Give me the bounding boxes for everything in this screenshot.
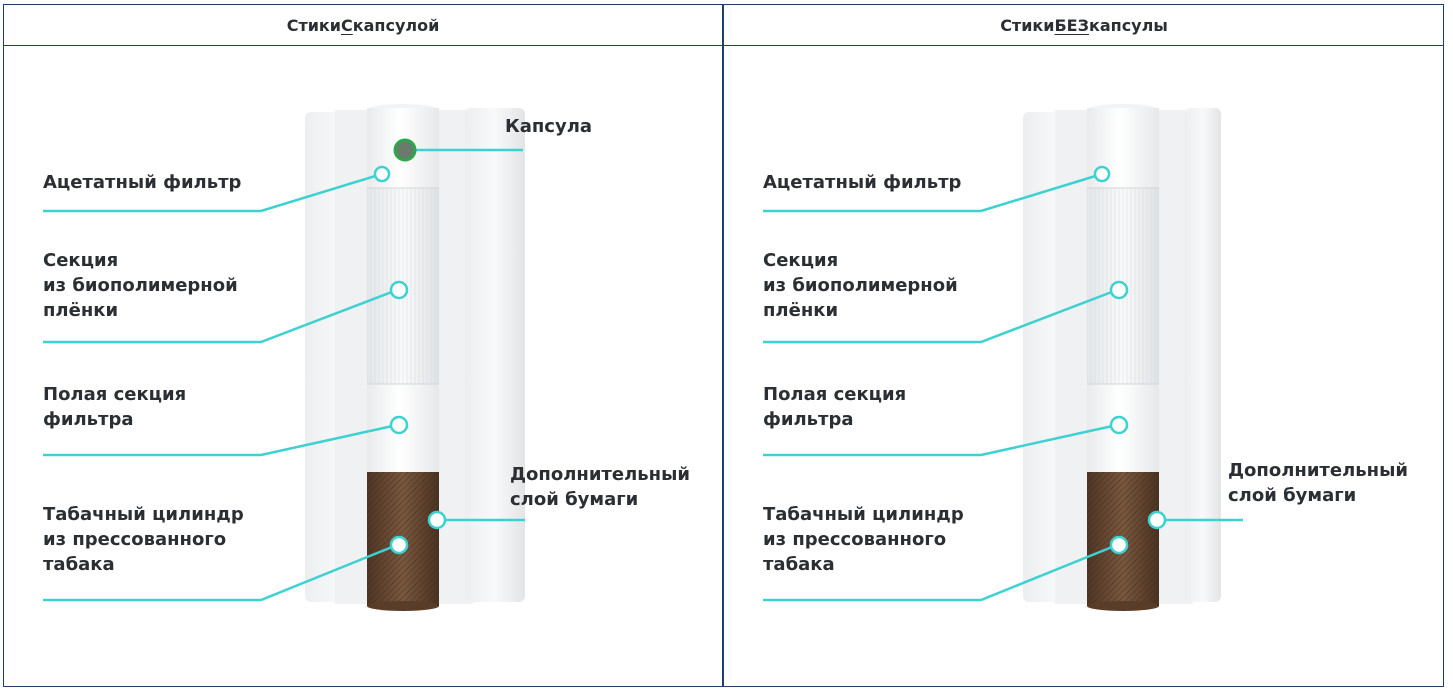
- hollow-section-marker: [1109, 415, 1129, 435]
- column-divider: [722, 5, 724, 686]
- callout-lines: [763, 172, 1243, 602]
- acetate-filter-marker: [1093, 165, 1111, 183]
- label-hollow-section: Полая секция фильтра: [43, 384, 187, 430]
- header-left-suffix: капсулой: [352, 16, 440, 35]
- label-biopolymer-section: Секция из биополимерной плёнки: [43, 250, 238, 321]
- label-hollow-section: Полая секция фильтра: [763, 384, 907, 430]
- header-right-suffix: капсулы: [1088, 16, 1168, 35]
- extra-paper-marker: [1147, 510, 1167, 530]
- label-tobacco-cylinder: Табачный цилиндр из прессованного табака: [763, 504, 964, 575]
- panel-with-capsule: Капсула Ацетатный фильтр Секция из биопо…: [5, 44, 720, 681]
- header-right-prefix: Стики: [1000, 16, 1055, 35]
- biopolymer-marker: [1109, 280, 1129, 300]
- header-without-capsule: Стики БЕЗ капсулы: [724, 5, 1444, 46]
- header-left-prefix: Стики: [286, 16, 341, 35]
- extra-paper-marker: [427, 510, 447, 530]
- header-with-capsule: Стики С капсулой: [4, 5, 722, 46]
- label-acetate-filter: Ацетатный фильтр: [43, 172, 242, 193]
- callout-lines: [43, 148, 525, 602]
- acetate-filter-marker: [373, 165, 391, 183]
- label-capsule: Капсула: [505, 116, 593, 137]
- stick-illustration-with-capsule: [43, 104, 525, 611]
- label-extra-paper: Дополнительный слой бумаги: [510, 464, 690, 510]
- tobacco-marker: [389, 535, 409, 555]
- label-extra-paper: Дополнительный слой бумаги: [1228, 460, 1408, 506]
- header-right-emphasis: БЕЗ: [1054, 16, 1089, 35]
- stick-illustration-without-capsule: [763, 104, 1243, 611]
- comparison-table: Стики С капсулой Стики БЕЗ капсулы: [3, 4, 1444, 687]
- background-sticks: [305, 108, 525, 604]
- biopolymer-marker: [389, 280, 409, 300]
- hollow-section-marker: [389, 415, 409, 435]
- tobacco-marker: [1109, 535, 1129, 555]
- label-tobacco-cylinder: Табачный цилиндр из прессованного табака: [43, 504, 244, 575]
- label-biopolymer-section: Секция из биополимерной плёнки: [763, 250, 958, 321]
- table-header: [4, 5, 1443, 46]
- panel-without-capsule: Ацетатный фильтр Секция из биополимерной…: [725, 44, 1440, 681]
- label-acetate-filter: Ацетатный фильтр: [763, 172, 962, 193]
- capsule-marker: [393, 138, 417, 162]
- header-left-emphasis: С: [341, 16, 353, 35]
